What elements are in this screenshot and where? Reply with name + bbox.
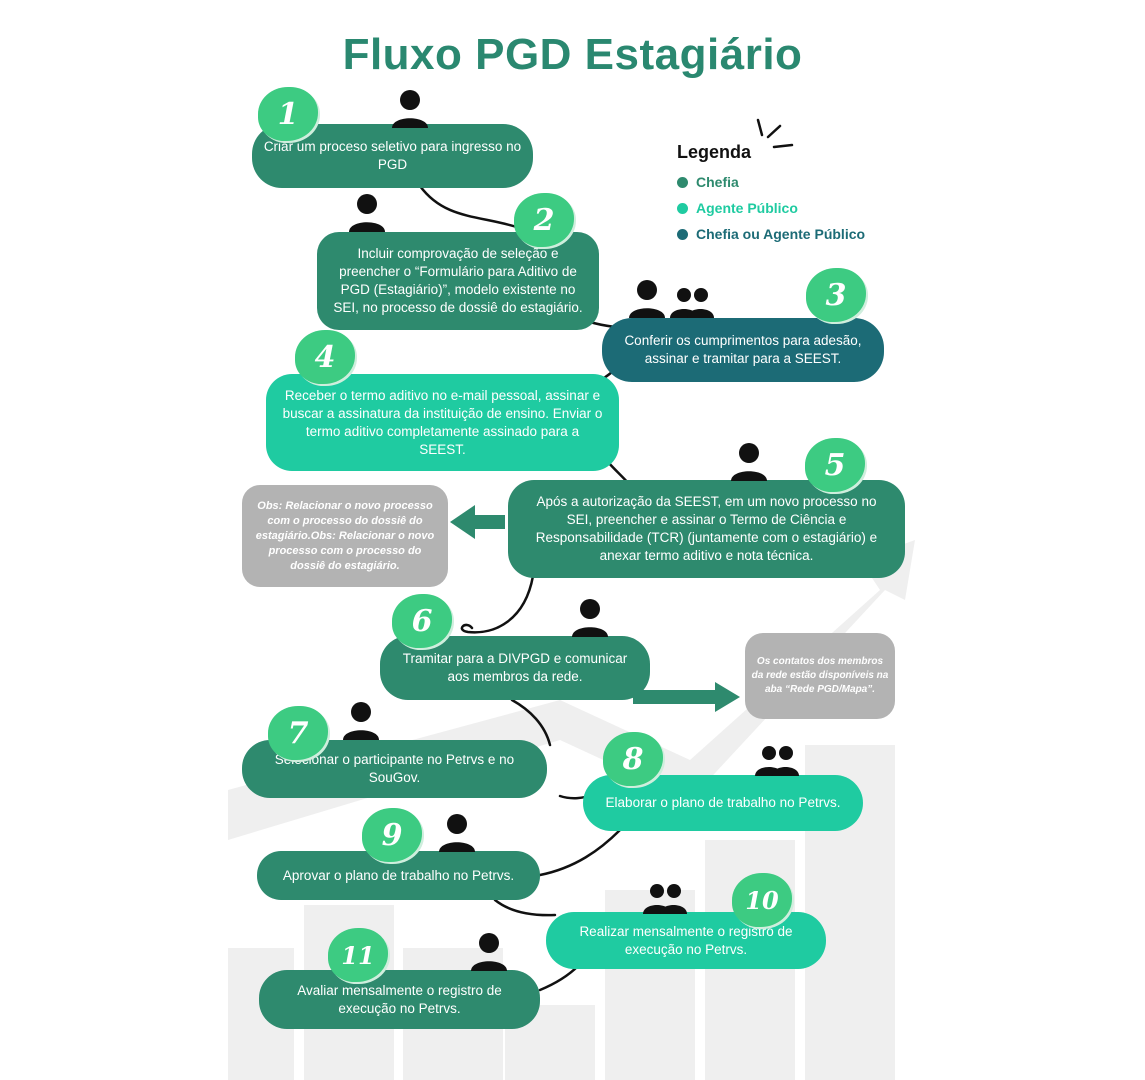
note-arrows [450,505,740,712]
step-9-badge: 9 [362,808,422,862]
legend-label: Chefia [696,174,739,190]
step-6-text: Tramitar para a DIVPGD e comunicar aos m… [402,651,628,684]
step-1-box: Criar um proceso seletivo para ingresso … [252,124,533,188]
step-4-badge: 4 [295,330,355,384]
step-4-text: Receber o termo aditivo no e-mail pessoa… [282,387,603,457]
step-1-text: Criar um proceso seletivo para ingresso … [263,139,522,172]
step-7-badge: 7 [268,706,328,760]
note-box-dossie: Obs: Relacionar o novo processo com o pr… [242,485,448,587]
person-icon [572,599,608,637]
legend: Legenda Chefia Agente Público Chefia ou … [677,142,865,247]
step-4-box: Receber o termo aditivo no e-mail pessoa… [266,374,619,471]
step-10-text: Realizar mensalmente o registro de execu… [579,923,793,957]
page-title: Fluxo PGD Estagiário [342,30,803,79]
step-5-text: Após a autorização da SEEST, em um novo … [535,494,878,563]
step-9-text: Aprovar o plano de trabalho no Petrvs. [282,867,515,883]
step-8-text: Elaborar o plano de trabalho no Petrvs. [605,795,841,810]
step-7-text: Selecionar o participante no Petrvs e no… [274,752,515,785]
legend-item-ambos: Chefia ou Agente Público [677,221,865,247]
step-3-box: Conferir os cumprimentos para adesão, as… [602,318,884,382]
group-icon [670,288,714,318]
legend-item-chefia: Chefia [677,169,865,195]
step-3-text: Conferir os cumprimentos para adesão, as… [624,333,862,366]
step-6-badge: 6 [392,594,452,648]
group-icon [643,884,687,914]
sparkle-decoration [756,118,794,149]
note-text: Obs: Relacionar o novo processo com o pr… [255,499,435,572]
step-5-box: Após a autorização da SEEST, em um novo … [508,480,905,578]
person-icon [629,280,665,318]
step-2-badge: 2 [514,193,574,247]
group-icon [755,746,799,776]
legend-label: Chefia ou Agente Público [696,226,866,242]
person-icon [349,194,385,232]
person-icon [731,443,767,481]
step-11-badge: 11 [328,928,388,982]
legend-dot-icon [677,176,688,188]
legend-dot-icon [677,202,688,214]
person-icon [392,90,428,128]
person-icon [439,814,475,852]
note-box-contatos: Os contatos dos membros da rede estão di… [745,633,895,719]
step-11-text: Avaliar mensalmente o registro de execuç… [297,982,502,1016]
step-10-badge: 10 [732,873,792,927]
legend-label: Agente Público [696,200,798,216]
step-3-badge: 3 [806,268,866,322]
step-8-badge: 8 [603,732,663,786]
step-11-box: Avaliar mensalmente o registro de execuç… [259,970,540,1029]
legend-dot-icon [677,228,688,240]
legend-item-agente: Agente Público [677,195,865,221]
step-5-badge: 5 [805,438,865,492]
person-icon [471,933,507,971]
step-10-box: Realizar mensalmente o registro de execu… [546,912,826,969]
step-2-text: Incluir comprovação de seleção e preench… [333,246,583,315]
person-icon [343,702,379,740]
legend-title: Legenda [677,142,752,162]
note-text: Os contatos dos membros da rede estão di… [751,656,889,695]
step-1-badge: 1 [258,87,318,141]
step-2-box: Incluir comprovação de seleção e preench… [317,232,599,330]
